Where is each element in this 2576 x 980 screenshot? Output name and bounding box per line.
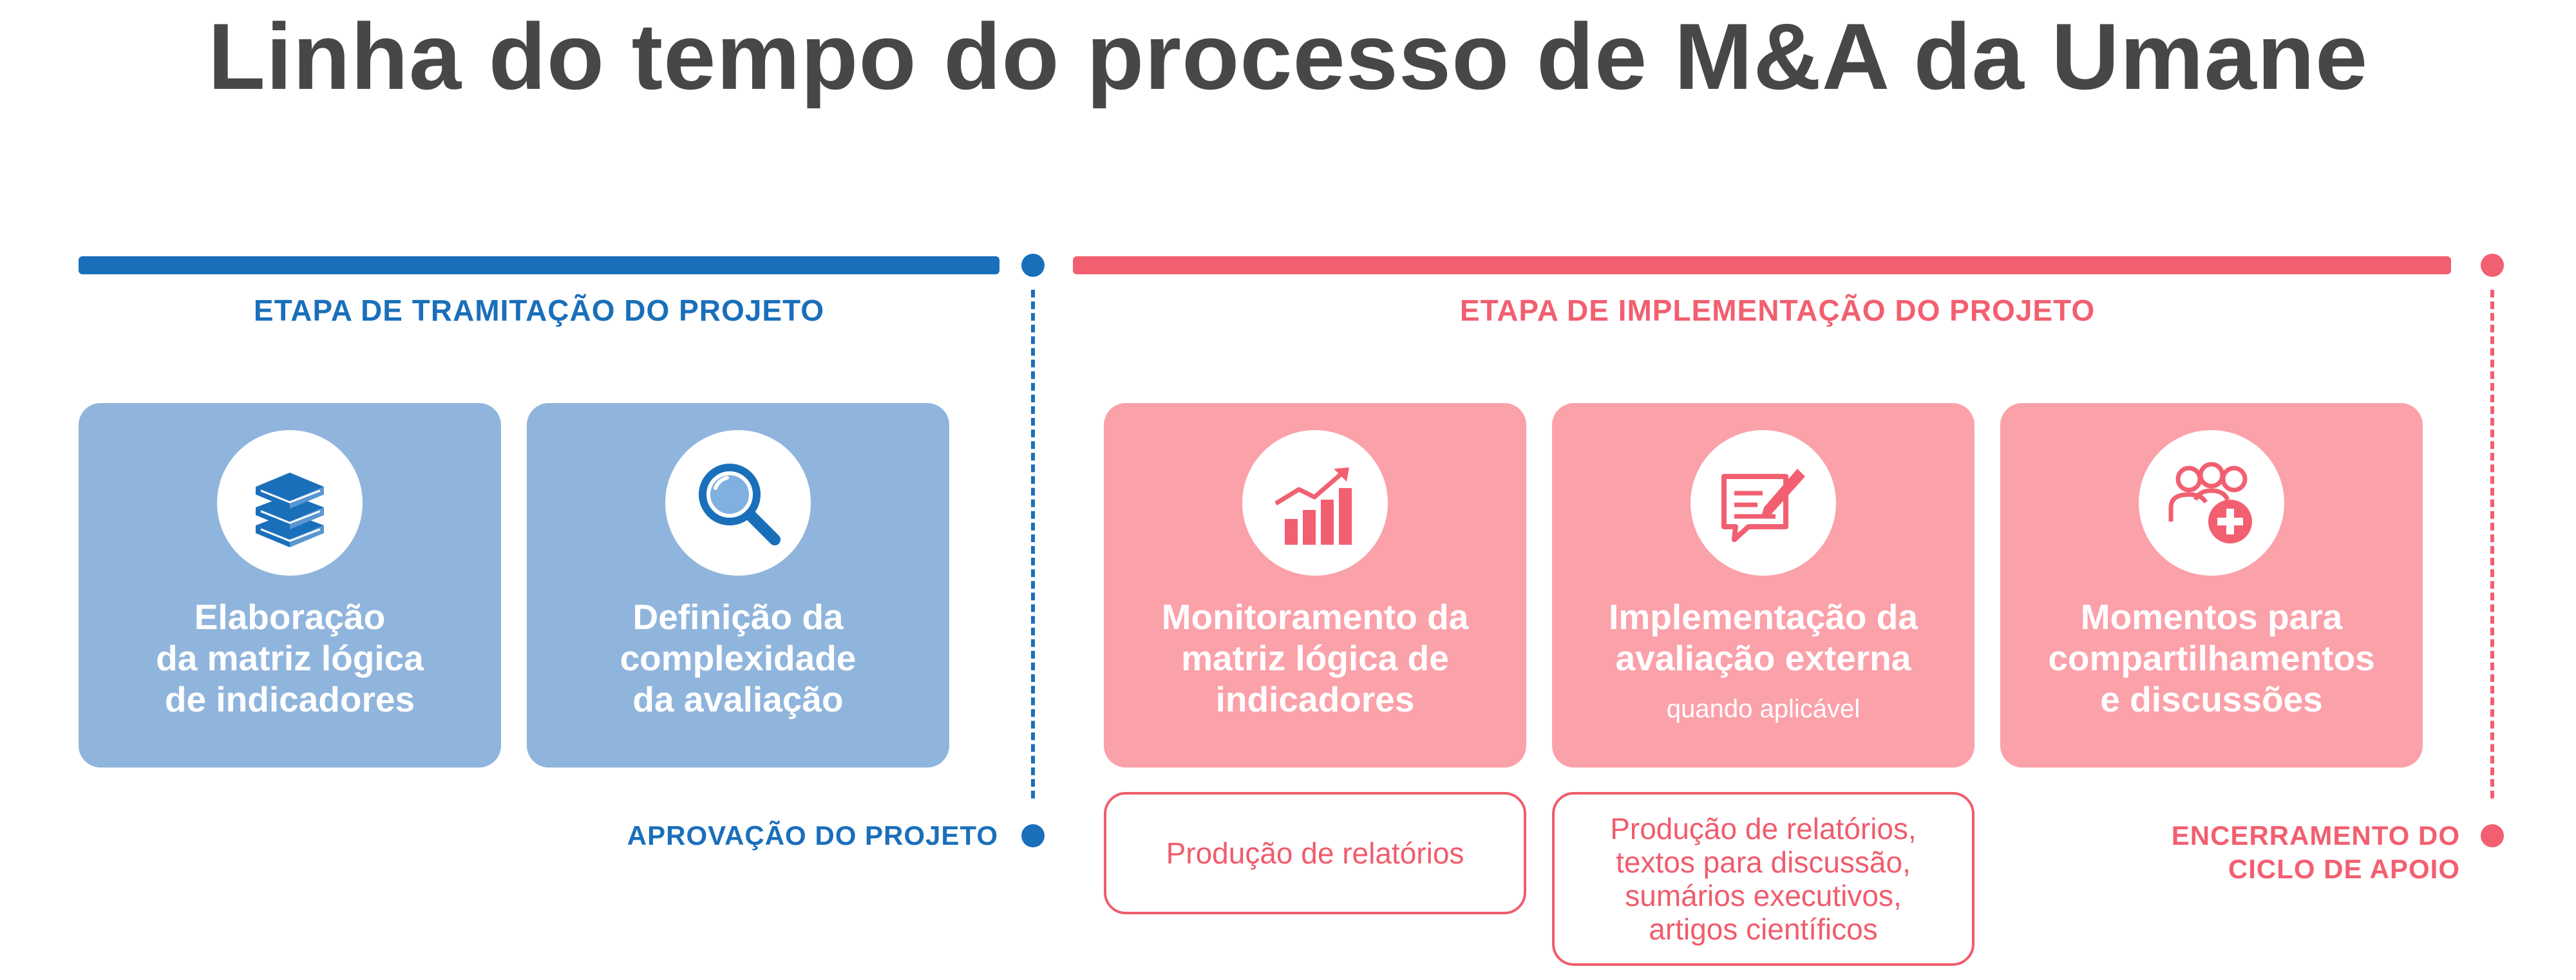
card-subtitle: quando aplicável [1666, 695, 1861, 723]
end-divider-line [2490, 290, 2494, 798]
card-line: compartilhamentos [2048, 638, 2375, 678]
stage-divider-line [1031, 290, 1035, 798]
milestone-line: CICLO DE APOIO [2228, 854, 2460, 884]
stage-1-label: ETAPA DE TRAMITAÇÃO DO PROJETO [253, 294, 825, 327]
card-elaboracao: Elaboração da matriz lógica de indicador… [79, 403, 501, 768]
card-momentos: Momentos para compartilhamentos e discus… [2000, 403, 2423, 768]
page-title: Linha do tempo do processo de M&A da Uma… [207, 4, 2369, 109]
card-line: e discussões [2100, 679, 2323, 719]
card-line: Elaboração [194, 597, 386, 637]
stage-2-bar [1073, 256, 2451, 274]
stage-1-end-dot [1021, 254, 1045, 277]
output-line: artigos científicos [1649, 912, 1878, 946]
card-line: da avaliação [632, 679, 844, 719]
card-line: Definição da [632, 597, 844, 637]
output-line: sumários executivos, [1625, 879, 1902, 912]
stage-2-end-dot [2481, 254, 2504, 277]
milestone-line: ENCERRAMENTO DO [2171, 820, 2460, 851]
card-line: da matriz lógica [156, 638, 424, 678]
output-box-reports: Produção de relatórios [1104, 792, 1526, 914]
output-line: Produção de relatórios, [1610, 812, 1917, 845]
card-line: Monitoramento da [1161, 597, 1469, 637]
card-line: avaliação externa [1615, 638, 1911, 678]
output-line: Produção de relatórios [1166, 836, 1464, 870]
card-line: complexidade [620, 638, 857, 678]
books-icon [256, 473, 324, 547]
group-health-icon [2168, 462, 2252, 543]
card-implementacao: Implementação da avaliação externa quand… [1552, 403, 1975, 768]
output-line: textos para discussão, [1616, 845, 1911, 879]
card-line: Implementação da [1609, 597, 1918, 637]
growth-chart-icon [1274, 467, 1352, 545]
magnifier-icon [699, 464, 781, 545]
milestone-approval: APROVAÇÃO DO PROJETO [451, 819, 998, 853]
output-box-publications: Produção de relatórios, textos para disc… [1552, 792, 1975, 966]
closure-dot [2481, 824, 2504, 847]
stage-2-label: ETAPA DE IMPLEMENTAÇÃO DO PROJETO [1459, 294, 2096, 327]
card-line: indicadores [1215, 679, 1415, 719]
card-line: de indicadores [164, 679, 415, 719]
milestone-closure: ENCERRAMENTO DO CICLO DE APOIO [1932, 819, 2460, 886]
card-monitoramento: Monitoramento da matriz lógica de indica… [1104, 403, 1526, 768]
card-line: matriz lógica de [1181, 638, 1449, 678]
edit-message-icon [1721, 469, 1805, 542]
approval-dot [1021, 824, 1045, 847]
stage-1-bar [79, 256, 999, 274]
card-definicao: Definição da complexidade da avaliação [527, 403, 949, 768]
card-line: Momentos para [2080, 597, 2343, 637]
milestone-line: APROVAÇÃO DO PROJETO [627, 820, 998, 851]
